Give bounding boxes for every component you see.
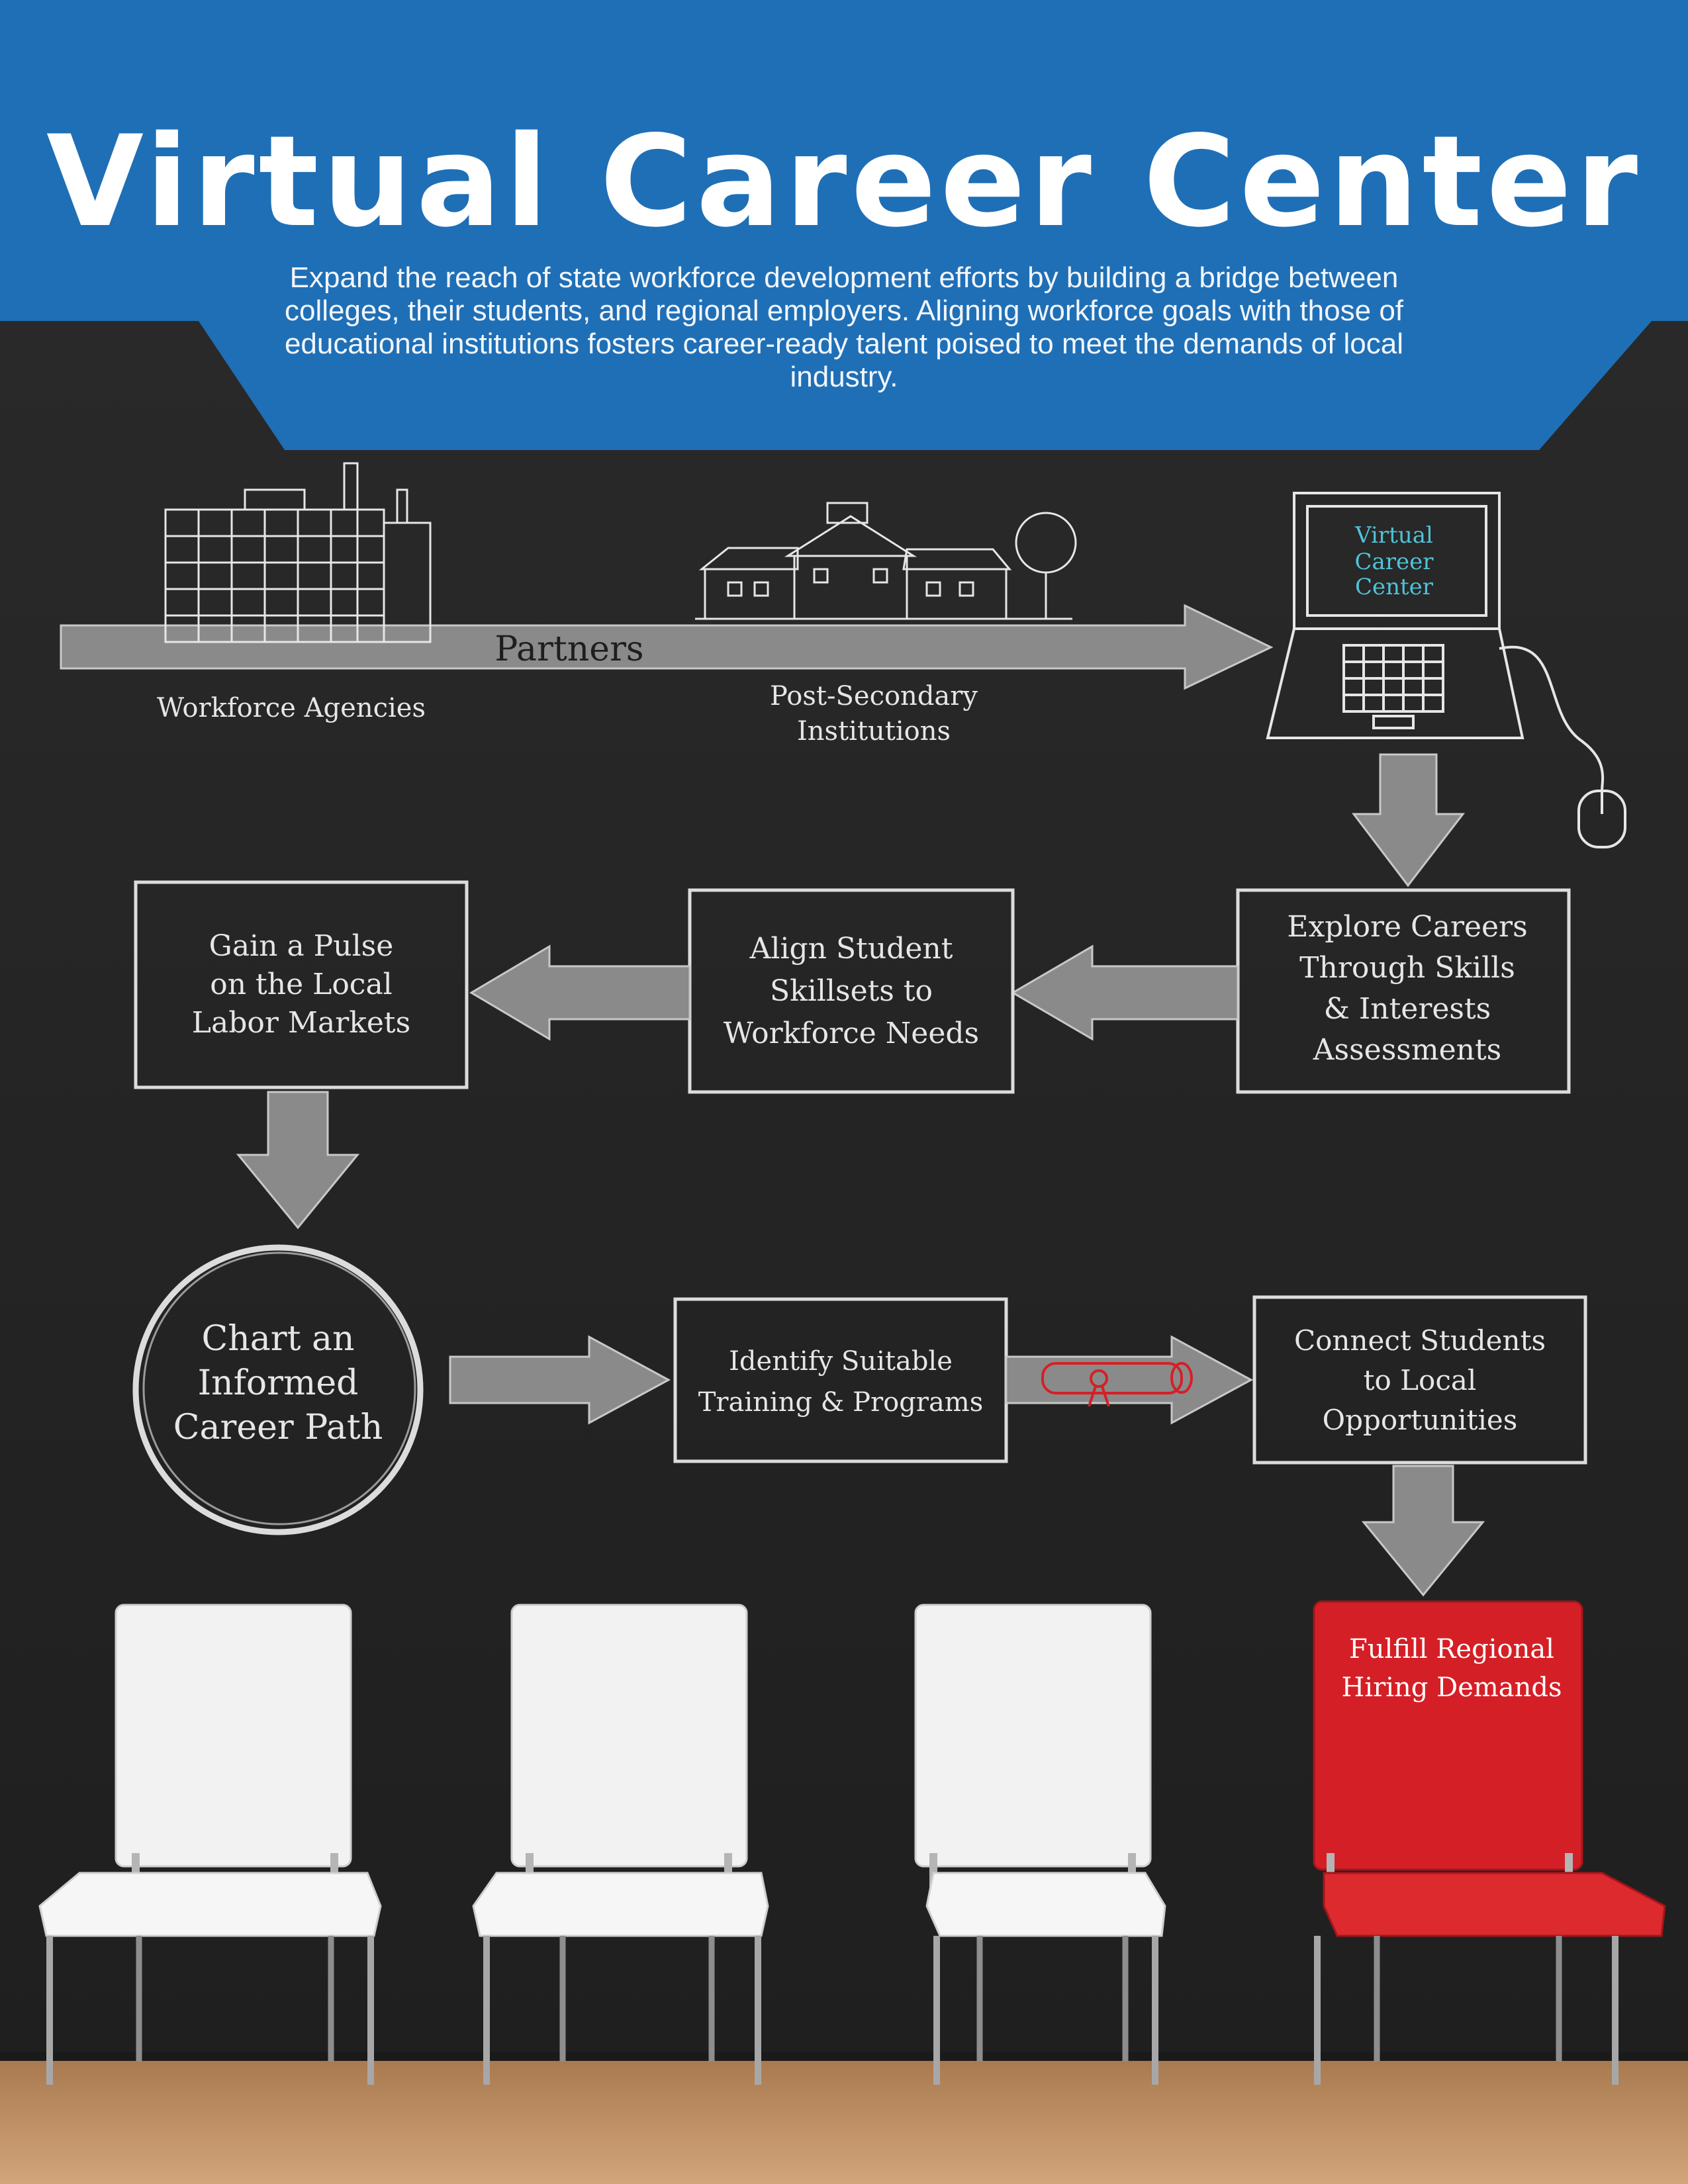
pulse-line-2: on the Local: [210, 968, 393, 1001]
red-chair: [1313, 1600, 1666, 2085]
workforce-agencies-label: Workforce Agencies: [157, 693, 426, 723]
chart-line-3: Career Path: [173, 1408, 383, 1447]
partners-arrow: [60, 604, 1274, 690]
pulse-line-1: Gain a Pulse: [209, 929, 394, 963]
arrow-connect-to-fulfill: [1361, 1465, 1485, 1597]
explore-line-2: Through Skills: [1299, 951, 1515, 985]
career-path-circle: [132, 1244, 424, 1535]
postsecondary-label-line-1: Post-Secondary: [770, 681, 978, 711]
pulse-line-3: Labor Markets: [192, 1006, 410, 1040]
connect-line-2: to Local: [1364, 1364, 1477, 1396]
page-title: Virtual Career Center: [46, 109, 1642, 255]
laptop-screen-line-3: Center: [1355, 574, 1434, 600]
wood-floor: [0, 2058, 1688, 2184]
laptop-icon: [1266, 492, 1626, 848]
baseboard: [0, 2052, 1688, 2061]
fulfill-line-2: Hiring Demands: [1341, 1672, 1562, 1703]
connect-students-box: [1252, 1295, 1587, 1465]
identify-line-2: Training & Programs: [698, 1387, 984, 1418]
labor-market-pulse-box: [134, 880, 469, 1089]
fulfill-line-1: Fulfill Regional: [1349, 1634, 1554, 1664]
white-chair-2: [472, 1604, 769, 2085]
laptop-screen-line-1: Virtual: [1354, 522, 1433, 549]
connect-line-1: Connect Students: [1294, 1324, 1546, 1357]
arrow-pulse-to-chart: [236, 1091, 360, 1230]
career-path-circle-inner: [142, 1251, 416, 1525]
explore-line-4: Assessments: [1313, 1033, 1502, 1067]
laptop-screen-line-2: Career: [1354, 549, 1434, 575]
school-building-icon: [695, 502, 1077, 620]
align-line-3: Workforce Needs: [724, 1017, 979, 1050]
page-subtitle: Expand the reach of state workforce deve…: [284, 261, 1404, 393]
explore-line-3: & Interests: [1324, 992, 1491, 1026]
postsecondary-label-line-2: Institutions: [797, 716, 951, 747]
arrow-laptop-to-explore: [1351, 753, 1466, 887]
header-banner: [0, 0, 1688, 450]
arrow-chart-to-identify: [449, 1335, 671, 1425]
identify-line-1: Identify Suitable: [729, 1346, 953, 1377]
white-chair-1: [38, 1604, 382, 2085]
white-chair-3: [914, 1604, 1166, 2085]
explore-line-1: Explore Careers: [1287, 910, 1527, 944]
align-line-2: Skillsets to: [770, 974, 933, 1008]
chart-line-2: Informed: [198, 1363, 359, 1403]
arrow-explore-to-align: [1011, 944, 1239, 1041]
arrow-align-to-pulse: [469, 944, 691, 1041]
partners-label: Partners: [494, 629, 643, 669]
workforce-building-icon: [164, 462, 432, 643]
chart-line-1: Chart an: [201, 1319, 354, 1359]
arrow-identify-to-connect: [1005, 1335, 1254, 1425]
align-line-1: Align Student: [749, 932, 953, 966]
connect-line-3: Opportunities: [1323, 1404, 1518, 1436]
diploma-scroll-icon: [1041, 1362, 1193, 1407]
